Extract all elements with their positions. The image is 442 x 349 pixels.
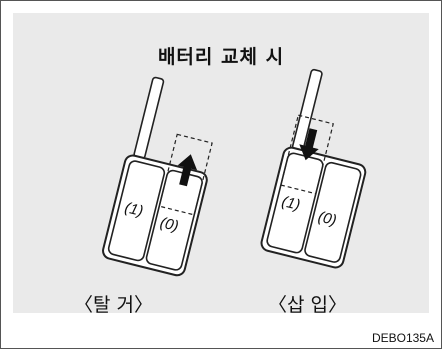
removal-slot-1: [107, 160, 166, 262]
removal-slot-1-label: (1): [123, 199, 145, 220]
removal-illustration: (1) (0): [102, 76, 213, 277]
removal-caption: 〈탈 거〉: [74, 294, 153, 316]
figure-panel: [13, 13, 429, 313]
down-arrow-icon: [299, 128, 319, 161]
figure-title: 배터리 교체 시: [157, 46, 285, 68]
insertion-slot-0-label: (0): [316, 208, 338, 229]
insertion-battery-dashed: [280, 114, 334, 195]
insertion-slot-1-label: (1): [280, 193, 302, 214]
removal-battery-dashed: [158, 133, 213, 216]
figure-code: DEBO135A: [371, 331, 434, 345]
removal-key-blade: [133, 76, 165, 160]
removal-slot-0-label: (0): [158, 214, 180, 235]
insertion-illustration: (1) (0): [260, 68, 367, 269]
up-arrow-icon: [177, 154, 198, 187]
insertion-caption: 〈삽 입〉: [268, 294, 347, 316]
insertion-slot-0: [304, 161, 362, 263]
